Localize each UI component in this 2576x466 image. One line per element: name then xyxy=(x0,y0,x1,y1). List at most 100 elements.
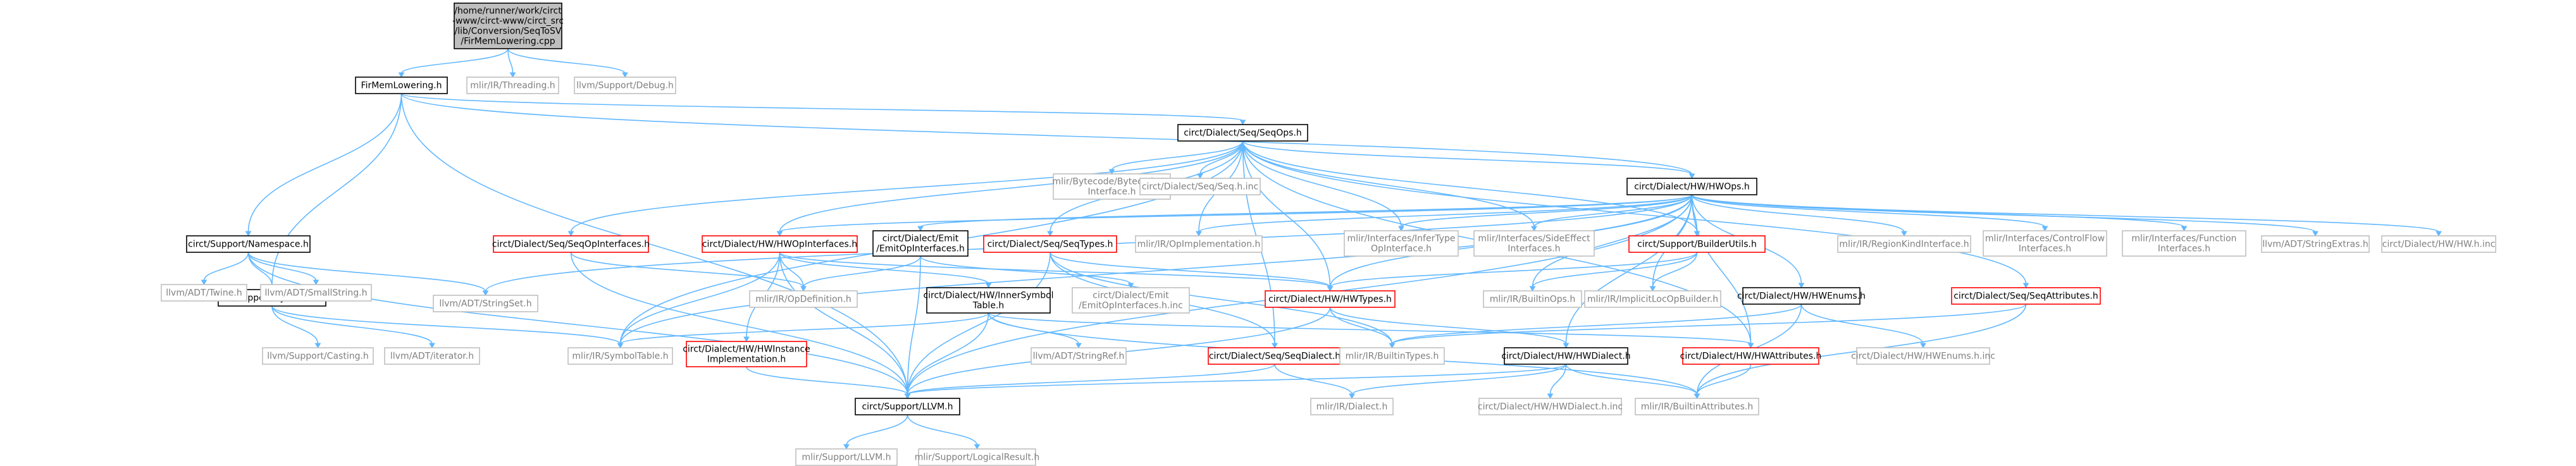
node-hwinstanceimpl[interactable]: circt/Dialect/HW/HWInstanceImplementatio… xyxy=(683,341,810,367)
node-root[interactable]: /home/runner/work/circt-www/circt-www/ci… xyxy=(452,3,564,49)
node-hwopinterfaces[interactable]: circt/Dialect/HW/HWOpInterfaces.h xyxy=(702,235,858,253)
node-seqattributes[interactable]: circt/Dialect/Seq/SeqAttributes.h xyxy=(1951,287,2101,305)
edge-arrowhead xyxy=(509,72,516,78)
node-label: /EmitOpInterfaces.h xyxy=(876,244,965,254)
node-label: circt/Dialect/Seq/Seq.h.inc xyxy=(1142,182,1258,192)
node-box xyxy=(384,347,480,365)
dependency-edge xyxy=(1652,252,1698,288)
dependency-edge xyxy=(1401,194,1693,228)
node-firmemlowering[interactable]: FirMemLowering.h xyxy=(355,77,448,94)
node-namespace[interactable]: circt/Support/Namespace.h xyxy=(186,235,311,253)
dependency-edge xyxy=(1691,194,1905,233)
node-label: circt/Dialect/Seq/SeqOpInterfaces.h xyxy=(492,240,650,250)
dependency-edge xyxy=(247,252,317,281)
node-box xyxy=(1339,347,1445,365)
node-box xyxy=(1635,398,1759,415)
edge-arrowhead xyxy=(917,226,924,232)
node-hwops[interactable]: circt/Dialect/HW/HWOps.h xyxy=(1626,178,1757,195)
node-box xyxy=(2381,235,2496,253)
dependency-edge xyxy=(920,255,1132,285)
edge-arrowhead xyxy=(1196,231,1202,237)
node-label: circt/Dialect/HW/HWEnums.h xyxy=(1737,291,1866,302)
node-label: Interfaces.h xyxy=(1508,244,1560,254)
node-hwdialect[interactable]: circt/Dialect/HW/HWDialect.h xyxy=(1501,347,1631,365)
node-label: /FirMemLowering.cpp xyxy=(461,37,555,47)
dependency-edge xyxy=(1691,194,2046,228)
node-builderutils[interactable]: circt/Support/BuilderUtils.h xyxy=(1628,235,1766,253)
edge-arrowhead xyxy=(622,72,628,78)
node-box xyxy=(1837,235,1971,253)
node-emitopinterfaces[interactable]: circt/Dialect/Emit/EmitOpInterfaces.h xyxy=(872,230,969,257)
edge-arrowhead xyxy=(1531,226,1537,232)
node-circt-llvm[interactable]: circt/Support/LLVM.h xyxy=(855,398,960,415)
node-label: mlir/Interfaces/InferType xyxy=(1347,234,1455,244)
node-hwenums[interactable]: circt/Dialect/HW/HWEnums.h xyxy=(1737,287,1866,305)
dependency-edge xyxy=(271,305,319,345)
dependency-edge xyxy=(1565,364,1698,395)
edge-arrowhead xyxy=(1047,231,1053,237)
dependency-edge xyxy=(779,252,1331,288)
node-label: circt/Dialect/HW/HWOps.h xyxy=(1634,182,1750,192)
node-label: circt/Dialect/HW/HWOpInterfaces.h xyxy=(702,240,857,250)
node-box xyxy=(260,284,372,302)
edge-arrowhead xyxy=(1327,286,1334,292)
edge-arrowhead xyxy=(1239,120,1246,126)
node-label: llvm/ADT/SmallString.h xyxy=(264,288,367,298)
node-box xyxy=(1031,347,1127,365)
node-hwtypes[interactable]: circt/Dialect/HW/HWTypes.h xyxy=(1265,290,1396,308)
edge-arrowhead xyxy=(1649,286,1656,292)
edge-arrowhead xyxy=(2436,231,2442,237)
edge-arrowhead xyxy=(2022,283,2029,289)
node-label: mlir/IR/Dialect.h xyxy=(1316,402,1388,412)
dependency-edge xyxy=(271,305,433,345)
node-box xyxy=(1478,398,1622,415)
node-label: mlir/Interfaces/Function xyxy=(2131,234,2236,244)
node-label: mlir/IR/OpImplementation.h xyxy=(1137,240,1261,250)
node-box xyxy=(926,287,1051,314)
node-box xyxy=(795,448,898,466)
node-mlir-regionkind: mlir/IR/RegionKindInterface.h xyxy=(1837,235,1971,253)
node-seqdialect[interactable]: circt/Dialect/Seq/SeqDialect.h xyxy=(1208,347,1342,365)
node-label: mlir/IR/OpDefinition.h xyxy=(755,295,851,305)
edge-arrowhead xyxy=(974,444,981,450)
dependency-edge xyxy=(1565,194,1693,345)
node-hwattributes[interactable]: circt/Dialect/HW/HWAttributes.h xyxy=(1680,347,1822,365)
node-box xyxy=(1628,235,1766,253)
edge-arrowhead xyxy=(1747,343,1754,349)
node-label: mlir/Support/LLVM.h xyxy=(802,453,891,463)
dependency-edge xyxy=(1329,252,1698,288)
edge-arrowhead xyxy=(1529,286,1536,292)
node-box xyxy=(433,295,538,312)
node-box xyxy=(872,230,969,257)
node-label: circt/Support/BuilderUtils.h xyxy=(1637,240,1757,250)
edge-arrowhead xyxy=(1547,393,1554,400)
node-label: -www/circt-www/circt_src xyxy=(452,16,564,27)
node-label: mlir/IR/RegionKindInterface.h xyxy=(1839,240,1969,250)
node-seqtypes[interactable]: circt/Dialect/Seq/SeqTypes.h xyxy=(983,235,1117,253)
node-hw-inc: circt/Dialect/HW/HW.h.inc xyxy=(2381,235,2496,253)
node-label: circt/Dialect/Seq/SeqDialect.h xyxy=(1209,352,1341,362)
dependency-edge xyxy=(1050,252,1331,288)
node-label: mlir/IR/SymbolTable.h xyxy=(572,352,668,362)
node-seqopinterfaces[interactable]: circt/Dialect/Seq/SeqOpInterfaces.h xyxy=(492,235,650,253)
edge-arrowhead xyxy=(1901,231,1907,237)
node-label: circt/Dialect/HW/HWInstance xyxy=(683,345,810,355)
dependency-edge xyxy=(203,252,249,281)
dependency-edge xyxy=(846,414,908,446)
node-box xyxy=(161,284,247,302)
node-mlir-opdefinition: mlir/IR/OpDefinition.h xyxy=(749,290,858,308)
edge-arrowhead xyxy=(904,393,911,400)
edge-arrowhead xyxy=(1563,343,1570,349)
node-label: Interface.h xyxy=(1087,187,1136,197)
node-box xyxy=(1473,230,1595,257)
edge-arrowhead xyxy=(429,343,435,349)
node-seqops[interactable]: circt/Dialect/Seq/SeqOps.h xyxy=(1177,124,1308,142)
dependency-edge xyxy=(1549,364,1567,395)
dependency-edge xyxy=(400,93,908,395)
node-label: llvm/Support/Debug.h xyxy=(576,81,674,91)
node-label: Implementation.h xyxy=(707,355,786,365)
node-box xyxy=(1072,287,1190,314)
